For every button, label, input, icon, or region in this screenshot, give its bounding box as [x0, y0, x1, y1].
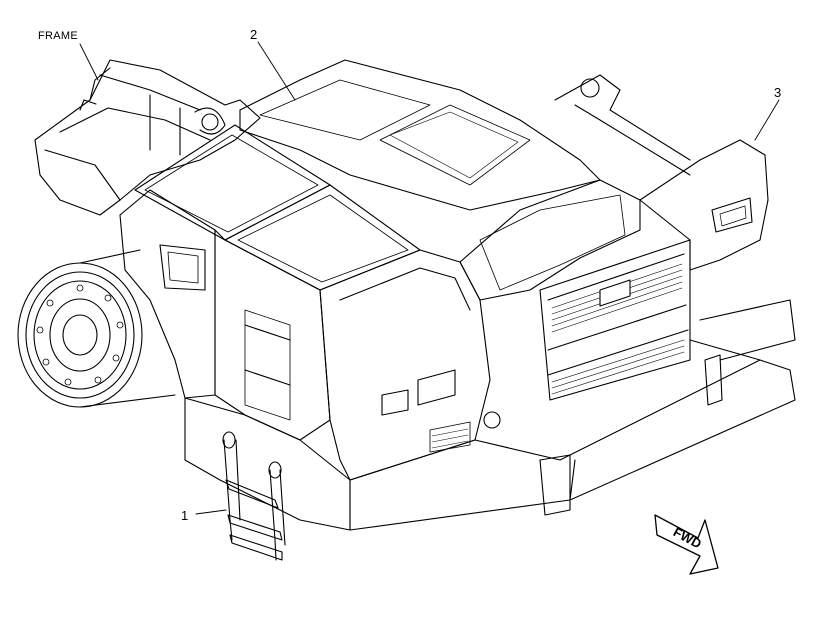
callout-leaders [79, 41, 780, 515]
frame-callout-label: FRAME [38, 30, 78, 42]
item-1-callout: 1 [181, 508, 189, 523]
fwd-arrow: FWD [654, 514, 719, 575]
item-3-callout: 3 [774, 85, 782, 100]
frame-structure [34, 59, 261, 216]
ladder-item-1 [222, 431, 286, 561]
machine-body [119, 59, 796, 531]
rear-wheel [17, 249, 176, 408]
item-2-callout: 2 [250, 27, 258, 42]
